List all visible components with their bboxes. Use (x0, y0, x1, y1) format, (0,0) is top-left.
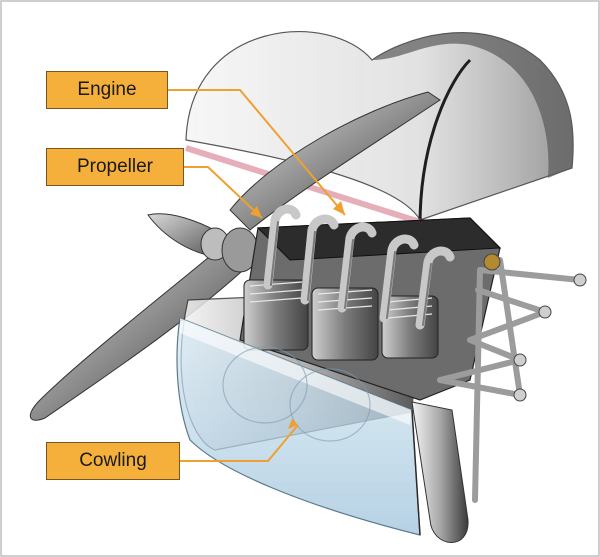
leader-lines (168, 89, 346, 462)
engine-block (239, 204, 502, 401)
engine-mount-struts (437, 257, 583, 503)
strut-joints (483, 253, 587, 402)
engine-label: Engine (46, 71, 168, 109)
cowling-leader-line (180, 424, 299, 462)
engine-leader-line (168, 89, 346, 216)
propeller-spinner (147, 213, 259, 273)
engine-label-text: Engine (77, 79, 137, 100)
cowling-label: Cowling (46, 442, 180, 480)
propeller-label: Propeller (46, 148, 184, 186)
propeller-label-text: Propeller (76, 156, 154, 177)
propeller-leader-line (184, 166, 263, 219)
cowling-label-text: Cowling (79, 450, 147, 471)
front-cowling-glass (176, 317, 421, 536)
leader-arrowheads (250, 201, 345, 429)
